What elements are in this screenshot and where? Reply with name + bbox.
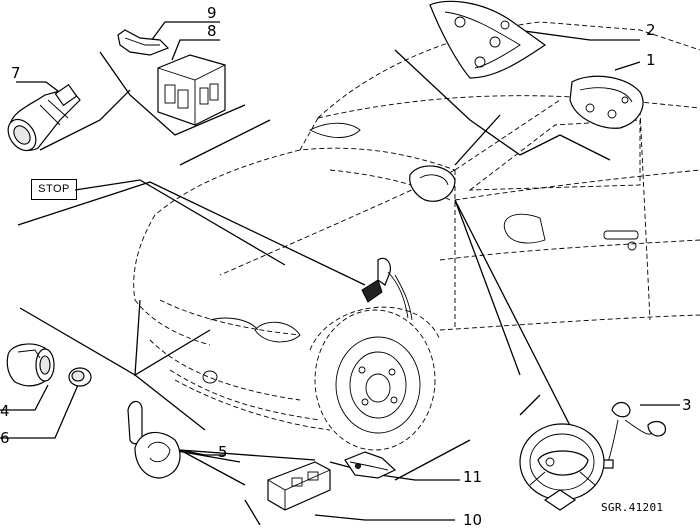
reference-code: SGR.41201 <box>601 501 664 514</box>
steering-wheel <box>519 423 605 511</box>
grommet <box>68 367 92 387</box>
airbag-cover <box>429 0 547 79</box>
terminal-11 <box>344 451 397 479</box>
steering-column <box>409 165 456 202</box>
clock-spring-cable <box>602 401 667 469</box>
callout-1: 1 <box>646 51 656 69</box>
callout-10: 10 <box>463 511 483 529</box>
callout-5: 5 <box>218 443 228 461</box>
leader-lines <box>0 21 680 525</box>
stop-label: STOP <box>31 179 77 200</box>
callout-7: 7 <box>11 64 21 82</box>
callout-11: 11 <box>463 468 483 486</box>
horn-relay <box>6 343 55 387</box>
horn <box>127 400 181 479</box>
callout-2: 2 <box>646 21 656 39</box>
callout-9: 9 <box>207 4 217 22</box>
steering-cover <box>569 75 644 129</box>
callout-8: 8 <box>207 22 217 40</box>
callout-3: 3 <box>682 396 692 414</box>
callout-4: 4 <box>0 402 10 420</box>
stop-lamp-switch <box>7 83 81 152</box>
connector-10 <box>267 461 331 511</box>
connector-block <box>157 54 226 126</box>
callout-6: 6 <box>0 429 10 447</box>
pedal-switch <box>361 257 413 321</box>
terminal-clip <box>117 29 170 56</box>
